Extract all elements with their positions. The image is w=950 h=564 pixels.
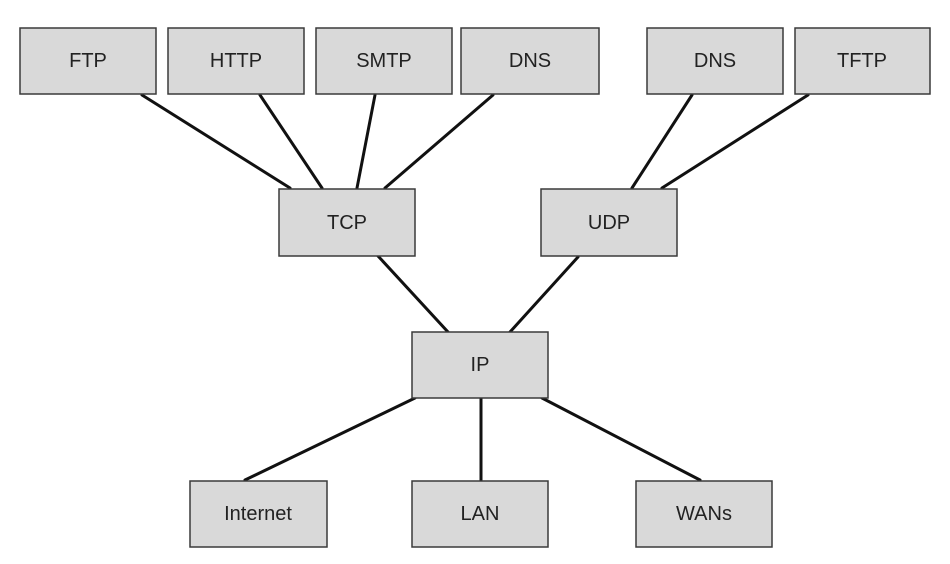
edge-http-tcp [258,93,324,190]
connectors [140,93,810,482]
node-udp-label: UDP [588,212,630,234]
node-lan-label: LAN [461,503,500,525]
node-tcp: TCP [278,188,416,257]
edge-ftp-tcp [140,93,292,190]
node-dns-tcp-label: DNS [509,50,551,72]
node-smtp-label: SMTP [356,50,412,72]
node-tftp-label: TFTP [837,50,887,72]
node-udp: UDP [540,188,678,257]
node-http: HTTP [167,27,305,95]
edge-dns-udp [630,93,694,190]
node-dns-udp-label: DNS [694,50,736,72]
node-dns-tcp: DNS [460,27,600,95]
edge-dns-tcp [383,93,495,190]
node-internet: Internet [189,480,328,548]
node-ip-label: IP [471,354,490,376]
edge-udp-ip [508,255,580,334]
node-http-label: HTTP [210,50,262,72]
edge-ip-internet [243,396,417,482]
node-smtp: SMTP [315,27,453,95]
node-internet-label: Internet [224,503,292,525]
node-wans-label: WANs [676,503,732,525]
node-ftp: FTP [19,27,157,95]
node-ip: IP [411,331,549,399]
node-ftp-label: FTP [69,50,107,72]
node-wans: WANs [635,480,773,548]
edge-smtp-tcp [355,93,377,190]
node-lan: LAN [411,480,549,548]
node-tftp: TFTP [794,27,931,95]
node-dns-udp: DNS [646,27,784,95]
edge-ip-wans [540,396,702,482]
edge-tcp-ip [376,254,450,334]
node-tcp-label: TCP [327,212,367,234]
edge-tftp-udp [660,93,810,190]
